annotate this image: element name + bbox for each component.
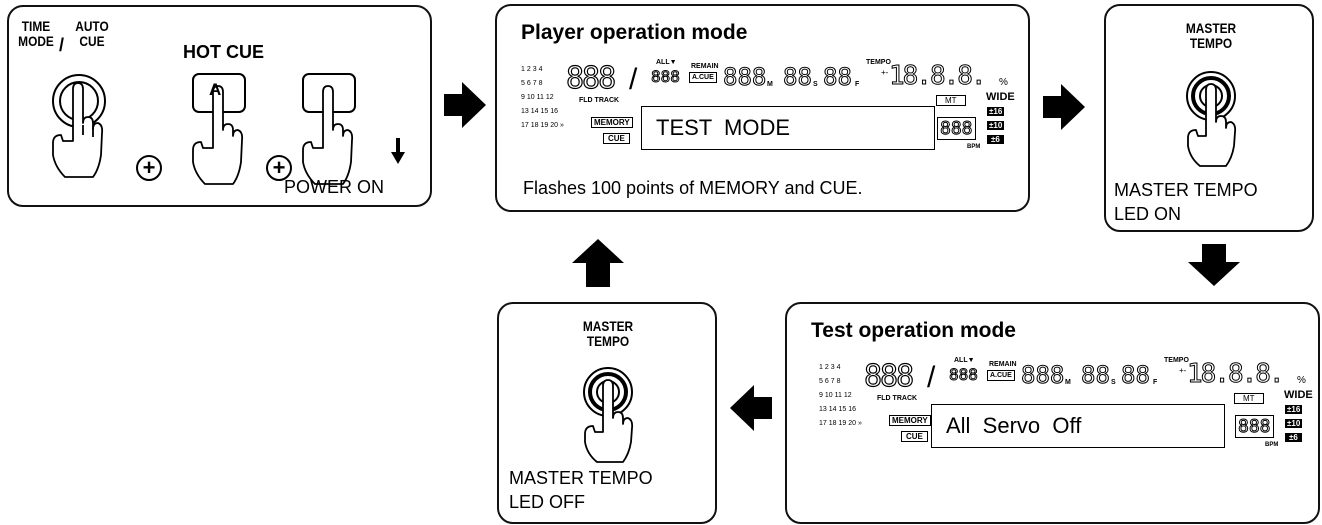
memory-indicator: MEMORY: [591, 117, 633, 128]
display-message: All Servo Off: [946, 413, 1082, 438]
tempo-digits: 18.8.8.: [1187, 359, 1286, 390]
lcd-display: 1 2 3 4 5 6 7 8 9 10 11 12 13 14 15 16 1…: [819, 357, 1313, 448]
pressing-hand-icon: [52, 82, 104, 178]
power-on-label: POWER ON: [284, 177, 385, 197]
slash-separator: /: [927, 361, 936, 394]
range-6-indicator: ±6: [1285, 433, 1302, 442]
time-minutes: 888: [722, 63, 767, 92]
remain-label: REMAIN: [691, 63, 719, 70]
arrow-right-icon: [444, 82, 486, 128]
all-label: ALL▼: [656, 59, 677, 66]
pressing-hand-icon: [192, 85, 244, 185]
seconds-unit: S: [1111, 379, 1116, 386]
a-cue-label: A.CUE: [689, 72, 717, 83]
folder-digits: 888: [949, 365, 979, 385]
track-digits: 888: [863, 358, 914, 394]
bpm-label: BPM: [967, 144, 981, 150]
player-operation-mode-box: Player operation mode 1 2 3 4 5 6 7 8 9 …: [495, 4, 1030, 212]
pressing-hand-icon: [584, 379, 634, 463]
power-button[interactable]: [299, 72, 409, 197]
arrow-left-icon: [730, 385, 772, 431]
tempo-label: TEMPO: [1164, 357, 1189, 364]
arrow-up-icon: [572, 239, 624, 287]
cue-indicator: CUE: [603, 133, 630, 144]
message-area: All Servo Off: [931, 404, 1225, 448]
test-mode-title: Test operation mode: [811, 319, 1016, 342]
down-arrow-icon: [391, 138, 405, 164]
fld-track-label: FLD TRACK: [877, 395, 918, 402]
track-digits: 888: [565, 60, 616, 96]
range-16-indicator: ±16: [1285, 405, 1303, 414]
time-frames: 88: [1121, 361, 1151, 390]
hot-cue-label: HOT CUE: [183, 42, 264, 62]
tempo-label: TEMPO: [866, 59, 891, 66]
player-mode-note: Flashes 100 points of MEMORY and CUE.: [523, 178, 863, 198]
plus-minus-sign: +-: [1179, 366, 1187, 375]
cue-indicator: CUE: [901, 431, 928, 442]
frames-unit: F: [1153, 379, 1158, 386]
wide-indicator: WIDE: [1284, 389, 1313, 401]
tempo-digits: 18.8.8.: [889, 61, 988, 92]
slash-separator: /: [629, 63, 638, 96]
bpm-digits: 888: [937, 117, 976, 140]
wide-indicator: WIDE: [986, 91, 1015, 103]
folder-digits: 888: [651, 67, 681, 87]
frames-unit: F: [855, 81, 860, 88]
remain-label: REMAIN: [989, 361, 1017, 368]
time-seconds: 88: [1081, 361, 1111, 390]
message-area: TEST MODE: [641, 106, 935, 150]
percent-unit: %: [1297, 375, 1306, 386]
test-operation-mode-box: Test operation mode 1 2 3 4 5 6 7 8 9 10…: [785, 302, 1320, 524]
range-10-indicator: ±10: [1285, 419, 1303, 428]
hot-cue-key-letter: A: [209, 80, 222, 99]
range-16-indicator: ±16: [987, 107, 1005, 116]
hot-cue-a-button[interactable]: [189, 72, 259, 197]
mt-indicator: MT: [1234, 393, 1264, 404]
time-frames: 88: [823, 63, 853, 92]
bpm-label: BPM: [1265, 442, 1279, 448]
display-message: TEST MODE: [656, 115, 791, 140]
time-minutes: 888: [1020, 361, 1065, 390]
all-label: ALL▼: [954, 357, 975, 364]
minutes-unit: M: [767, 81, 773, 88]
memory-indicator: MEMORY: [889, 415, 931, 426]
percent-unit: %: [999, 77, 1008, 88]
pressing-hand-icon: [302, 85, 354, 185]
range-6-indicator: ±6: [987, 135, 1004, 144]
plus-minus-sign: +-: [881, 68, 889, 77]
plus-icon: +: [266, 155, 292, 181]
master-tempo-button-off[interactable]: [573, 362, 643, 466]
lcd-display: 1 2 3 4 5 6 7 8 9 10 11 12 13 14 15 16 1…: [521, 59, 1015, 150]
a-cue-label: A.CUE: [987, 370, 1015, 381]
fld-track-label: FLD TRACK: [579, 97, 620, 104]
master-tempo-button-on[interactable]: [1176, 66, 1246, 170]
slash-separator: /: [59, 35, 65, 55]
time-seconds: 88: [783, 63, 813, 92]
seconds-unit: S: [813, 81, 818, 88]
plus-icon: +: [136, 155, 162, 181]
mt-indicator: MT: [936, 95, 966, 106]
time-mode-auto-cue-button[interactable]: [39, 65, 119, 195]
range-10-indicator: ±10: [987, 121, 1005, 130]
player-mode-title: Player operation mode: [521, 21, 748, 44]
minutes-unit: M: [1065, 379, 1071, 386]
bpm-digits: 888: [1235, 415, 1274, 438]
arrow-down-icon: [1188, 244, 1240, 286]
pressing-hand-icon: [1187, 83, 1237, 167]
arrow-right-icon: [1043, 84, 1085, 130]
